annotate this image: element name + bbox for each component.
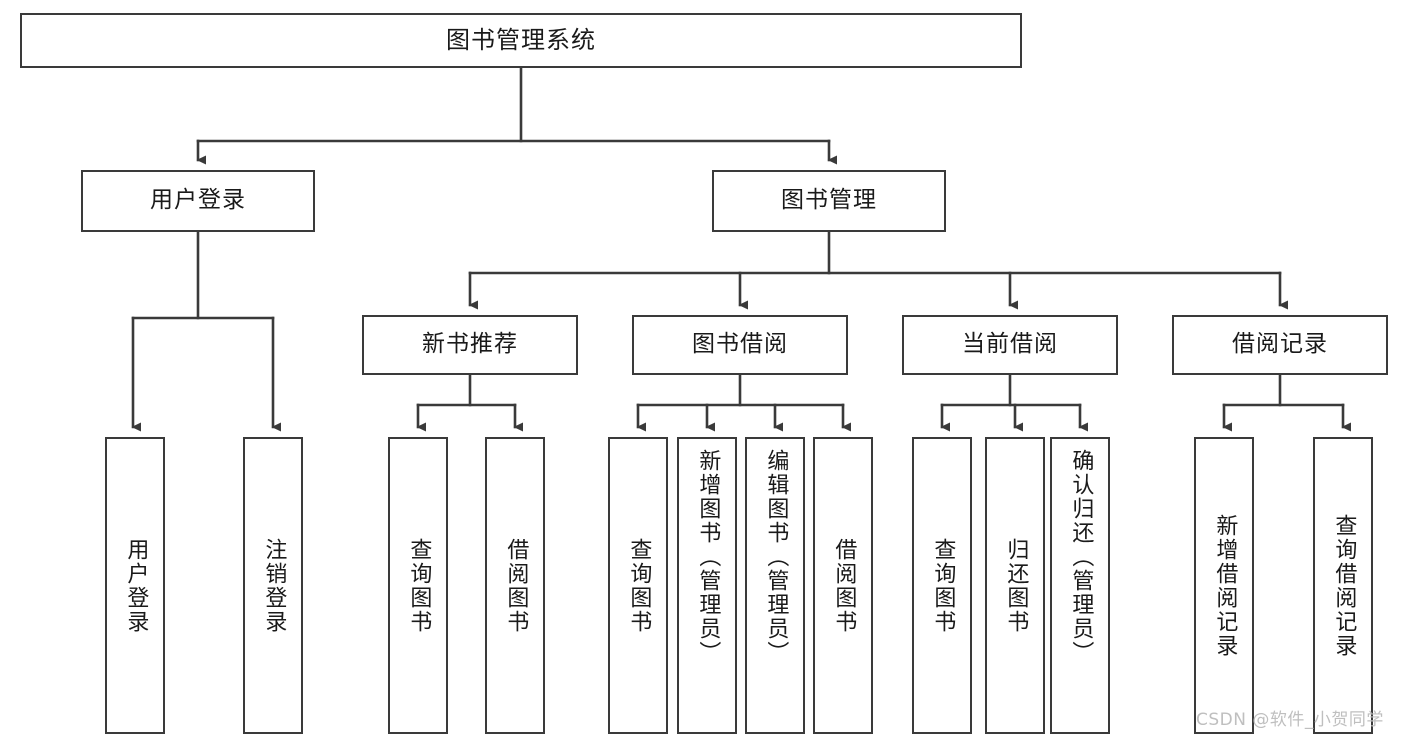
- leaf-borrow-book-label: 借阅图书: [831, 537, 857, 634]
- node-book-management[interactable]: 图书管理: [712, 170, 946, 232]
- csdn-watermark: CSDN @软件_小贺同学: [1196, 705, 1384, 730]
- leaf-borrow-book[interactable]: 借阅图书: [813, 437, 873, 734]
- node-current-borrow-label: 当前借阅: [962, 331, 1058, 358]
- leaf-add-book-admin[interactable]: 新增图书（管理员）: [677, 437, 737, 734]
- node-new-book-recommend-label: 新书推荐: [422, 331, 518, 358]
- node-user-login[interactable]: 用户登录: [81, 170, 315, 232]
- leaf-query-book-borrow[interactable]: 查询图书: [608, 437, 668, 734]
- leaf-query-book-borrow-label: 查询图书: [626, 537, 652, 634]
- leaf-query-book-recommend[interactable]: 查询图书: [388, 437, 448, 734]
- leaf-logout-login-label: 注销登录: [261, 537, 287, 634]
- leaf-query-book-current[interactable]: 查询图书: [912, 437, 972, 734]
- node-borrow-records-label: 借阅记录: [1232, 331, 1328, 358]
- leaf-edit-book-admin-label: 编辑图书（管理员）: [763, 449, 789, 665]
- leaf-borrow-book-recommend-label: 借阅图书: [503, 537, 529, 634]
- node-root-label: 图书管理系统: [446, 26, 596, 55]
- node-book-borrow-label: 图书借阅: [692, 331, 788, 358]
- leaf-query-book-recommend-label: 查询图书: [406, 537, 432, 634]
- node-current-borrow[interactable]: 当前借阅: [902, 315, 1118, 375]
- leaf-confirm-return-admin[interactable]: 确认归还（管理员）: [1050, 437, 1110, 734]
- leaf-edit-book-admin[interactable]: 编辑图书（管理员）: [745, 437, 805, 734]
- node-user-login-label: 用户登录: [150, 187, 246, 214]
- node-root[interactable]: 图书管理系统: [20, 13, 1022, 68]
- node-book-management-label: 图书管理: [781, 187, 877, 214]
- node-new-book-recommend[interactable]: 新书推荐: [362, 315, 578, 375]
- leaf-query-book-current-label: 查询图书: [930, 537, 956, 634]
- leaf-return-book-label: 归还图书: [1003, 537, 1029, 634]
- leaf-query-borrow-record[interactable]: 查询借阅记录: [1313, 437, 1373, 734]
- leaf-add-borrow-record-label: 新增借阅记录: [1212, 513, 1238, 658]
- leaf-logout-login[interactable]: 注销登录: [243, 437, 303, 734]
- leaf-confirm-return-admin-label: 确认归还（管理员）: [1068, 449, 1094, 665]
- leaf-add-borrow-record[interactable]: 新增借阅记录: [1194, 437, 1254, 734]
- leaf-return-book[interactable]: 归还图书: [985, 437, 1045, 734]
- leaf-borrow-book-recommend[interactable]: 借阅图书: [485, 437, 545, 734]
- csdn-watermark-text: CSDN @软件_小贺同学: [1196, 710, 1384, 730]
- node-borrow-records[interactable]: 借阅记录: [1172, 315, 1388, 375]
- leaf-user-login[interactable]: 用户登录: [105, 437, 165, 734]
- leaf-user-login-label: 用户登录: [123, 537, 149, 634]
- leaf-add-book-admin-label: 新增图书（管理员）: [695, 449, 721, 665]
- node-book-borrow[interactable]: 图书借阅: [632, 315, 848, 375]
- leaf-query-borrow-record-label: 查询借阅记录: [1331, 513, 1357, 658]
